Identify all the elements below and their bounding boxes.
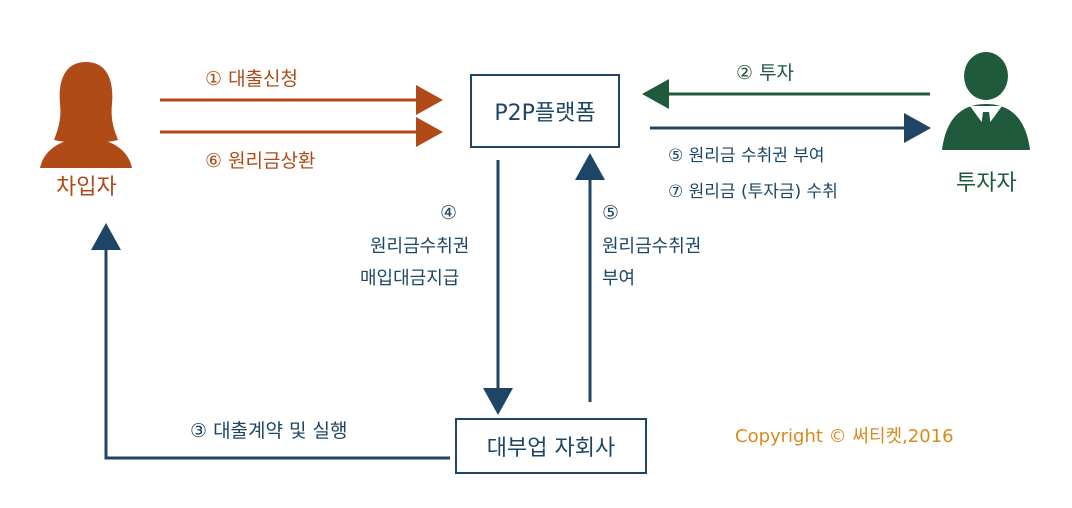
- loan-contract-label: ③ 대출계약 및 실행: [190, 420, 348, 442]
- investment-label: ② 투자: [736, 62, 795, 84]
- investor-icon: [942, 52, 1030, 150]
- borrower-label: 차입자: [56, 175, 117, 200]
- purchase-number: ④: [440, 202, 458, 224]
- purchase-line2: 매입대금지급: [360, 268, 460, 289]
- borrower-icon: [40, 62, 132, 168]
- right-line2: 부여: [602, 268, 636, 289]
- right-number: ⑤: [602, 202, 620, 224]
- platform-label: P2P플랫폼: [494, 101, 596, 126]
- arrow-loan-contract: [91, 223, 450, 460]
- receive-label: ⑦ 원리금 (투자금) 수취: [668, 182, 838, 202]
- copyright-text: Copyright © 써티켓,2016: [735, 426, 954, 447]
- purchase-line1: 원리금수취권: [370, 236, 470, 257]
- grant-right-label: ⑤ 원리금 수취권 부여: [668, 146, 825, 166]
- platform-box: P2P플랫폼: [470, 74, 620, 148]
- loan-request-label: ① 대출신청: [205, 68, 298, 90]
- right-line1: 원리금수취권: [602, 236, 702, 257]
- lender-box: 대부업 자회사: [455, 418, 647, 474]
- investor-label: 투자자: [956, 171, 1017, 196]
- repayment-label: ⑥ 원리금상환: [205, 150, 316, 172]
- lender-label: 대부업 자회사: [486, 436, 616, 461]
